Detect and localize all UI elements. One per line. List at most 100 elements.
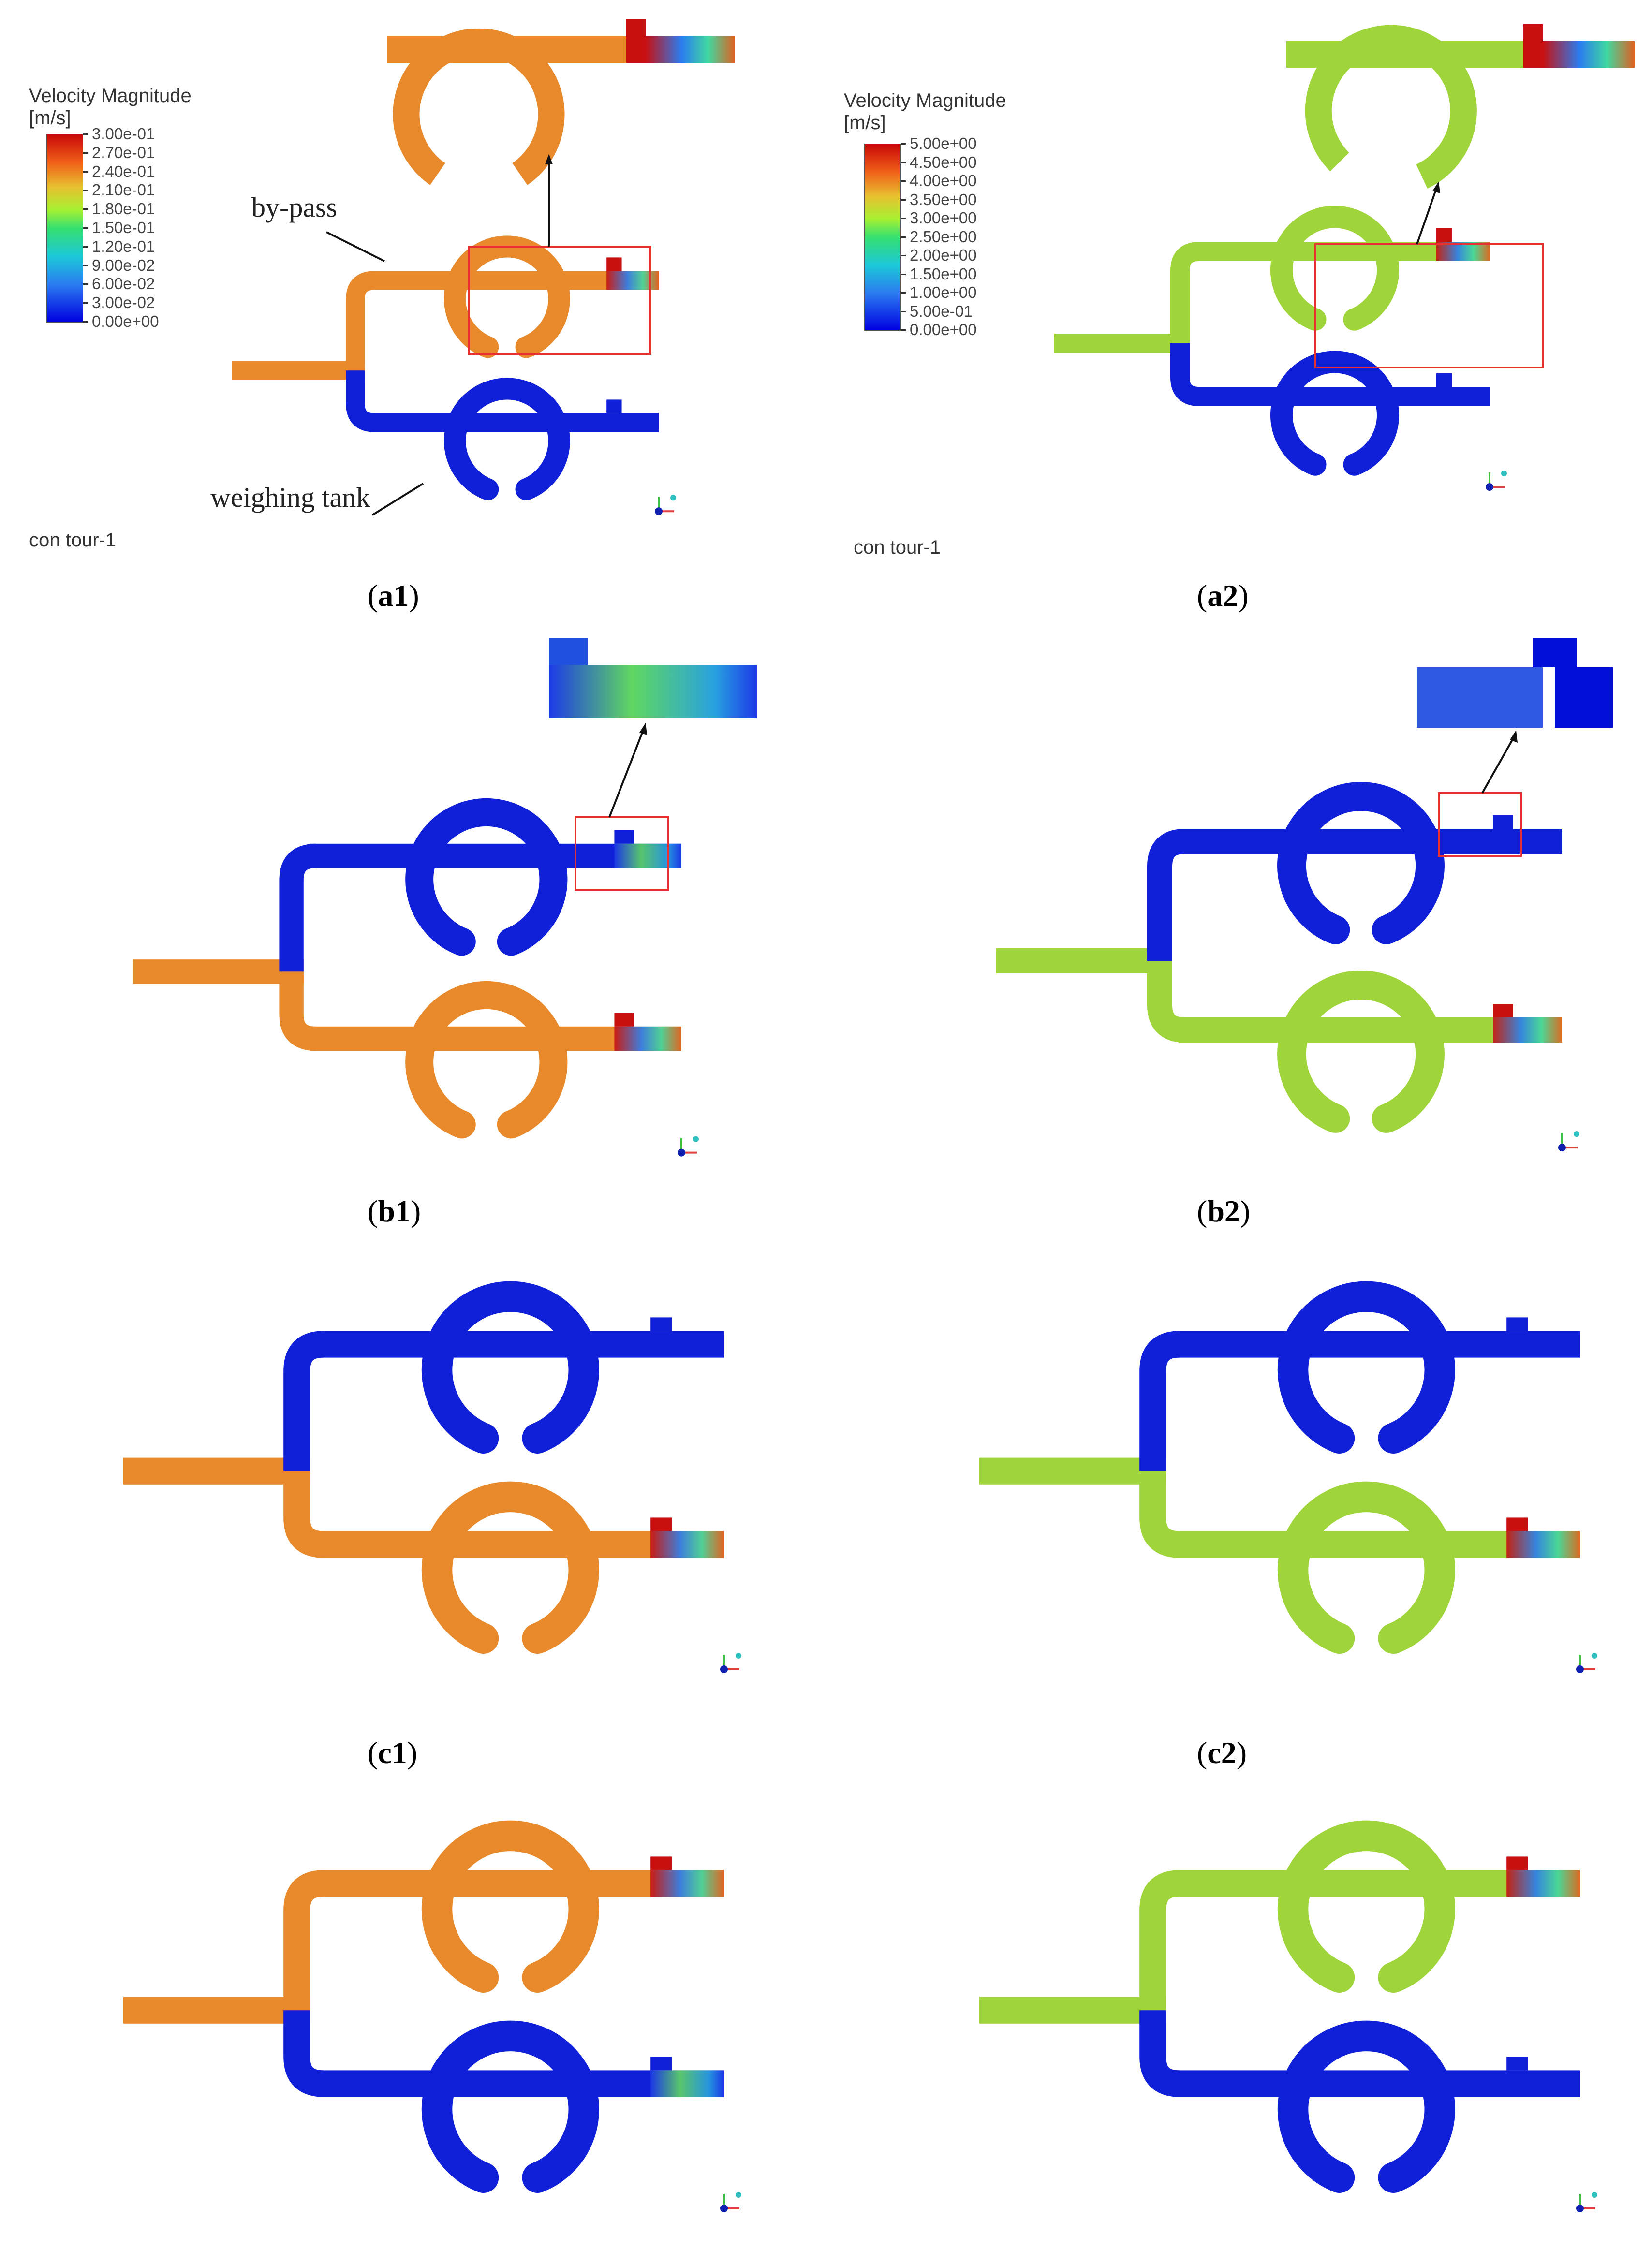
valve-stem [1493,815,1513,829]
colorbar-tick-mark [83,171,88,173]
colorbar-tick-mark [901,199,906,201]
colorbar-tick-mark [83,152,88,154]
valve-stem [1436,228,1452,242]
valve-jet-region [650,1870,724,1897]
valve-stem [1506,1317,1528,1331]
colorbar-tick-mark [901,180,906,182]
valve-stem [1493,1004,1513,1017]
panel-label-b2: (b2) [1197,1194,1251,1228]
colorbar-tick-mark [901,292,906,294]
weighing-tank-shape [1270,351,1399,476]
valve-jet-region [650,2070,724,2097]
colorbar-tick-mark [83,190,88,191]
inlet-pipe [979,1457,1166,1485]
colorbar-tick-label: 2.10e-01 [92,181,155,199]
weighing-tank-shape [1277,782,1445,944]
weighing-tank-shape [1277,1281,1455,1454]
weighing-tank-shape [421,1481,599,1654]
axis-triad-icon [720,1653,741,1674]
colorbar-tick-label: 3.00e+00 [910,209,977,227]
legend-footer: con tour-1 [29,529,117,551]
highlight-box [1438,792,1522,857]
pipe-segment [1173,2070,1580,2097]
weighing-tank-shape [1270,206,1399,331]
legend-title: Velocity Magnitude [29,85,192,106]
valve-stem [1506,1856,1528,1870]
valve-stem [650,1856,672,1870]
inlet-pipe [979,1997,1166,2024]
axis-triad-icon [720,2192,741,2213]
axis-triad-icon [1576,1653,1597,1674]
colorbar-tick-label: 3.00e-02 [92,294,155,312]
colorbar-tick-mark [83,246,88,248]
valve-jet-region [614,1026,681,1051]
inlet-pipe [123,1457,310,1485]
valve-stem [650,1517,672,1531]
valve-jet-region [614,843,681,868]
panel-label-a2: (a2) [1197,578,1249,613]
valve-jet-region [1506,1531,1580,1558]
inlet-pipe [232,361,365,380]
arrow-head-icon [1432,181,1440,193]
inlet-pipe [996,948,1172,973]
weighing-tank-shape [405,981,568,1139]
colorbar-tick-mark [901,310,906,312]
colorbar-tick-mark [83,302,88,304]
colorbar-tick-label: 6.00e-02 [92,275,155,293]
colorbar-tick-mark [901,218,906,219]
colorbar-tick-mark [901,255,906,256]
valve-stem [614,1013,634,1027]
colorbar-tick-label: 0.00e+00 [910,321,977,338]
panel-label-b1: (b1) [368,1194,421,1228]
axis-triad-icon [678,1136,699,1157]
colorbar-tick-mark [83,227,88,229]
colorbar-tick-mark [901,143,906,145]
arrow-head-icon [1510,730,1518,743]
colorbar-tick-label: 3.50e+00 [910,190,977,208]
highlight-box [468,246,651,355]
highlight-box [575,816,669,891]
valve-jet-region [1493,1017,1562,1043]
colorbar-tick-label: 1.50e+00 [910,265,977,283]
valve-stem [606,257,622,271]
bypass-label: by-pass [251,191,338,223]
weighing-tank-shape [421,2020,599,2193]
panel-label-c1: (c1) [368,1735,418,1770]
colorbar-tick-label: 1.00e+00 [910,283,977,301]
weighing-tank-shape [1277,1481,1455,1654]
colorbar-tick-mark [83,265,88,266]
valve-jet-region [1506,1870,1580,1897]
colorbar [864,144,901,331]
colorbar-tick-label: 2.00e+00 [910,246,977,264]
colorbar-tick-label: 2.70e-01 [92,143,155,162]
pipe-segment [317,1331,724,1358]
colorbar-tick-label: 5.00e-01 [910,302,973,320]
annotation-leaders [326,231,424,516]
legend-unit: [m/s] [844,112,886,133]
valve-stem [650,2057,672,2071]
colorbar-tick-mark [901,329,906,331]
weighing-tank-shape [1277,2020,1455,2193]
valve-stem [606,399,622,413]
inlet-pipe [133,959,304,984]
colorbar-tick-label: 0.00e+00 [92,312,159,330]
panel-label-a1: (a1) [368,578,419,613]
highlight-box [1314,243,1544,368]
valve-stem [614,830,634,844]
weighing-tank-label: weighing tank [210,482,370,513]
axis-triad-icon [1576,2192,1597,2213]
weighing-tank-shape [421,1820,599,1993]
axis-triad-icon [655,495,676,515]
inlet-pipe [1054,334,1190,353]
inlet-pipe [123,1997,310,2024]
legend-unit: [m/s] [29,107,71,129]
valve-stem [650,1317,672,1331]
weighing-tank-shape [1277,1820,1455,1993]
weighing-tank-shape [421,1281,599,1454]
